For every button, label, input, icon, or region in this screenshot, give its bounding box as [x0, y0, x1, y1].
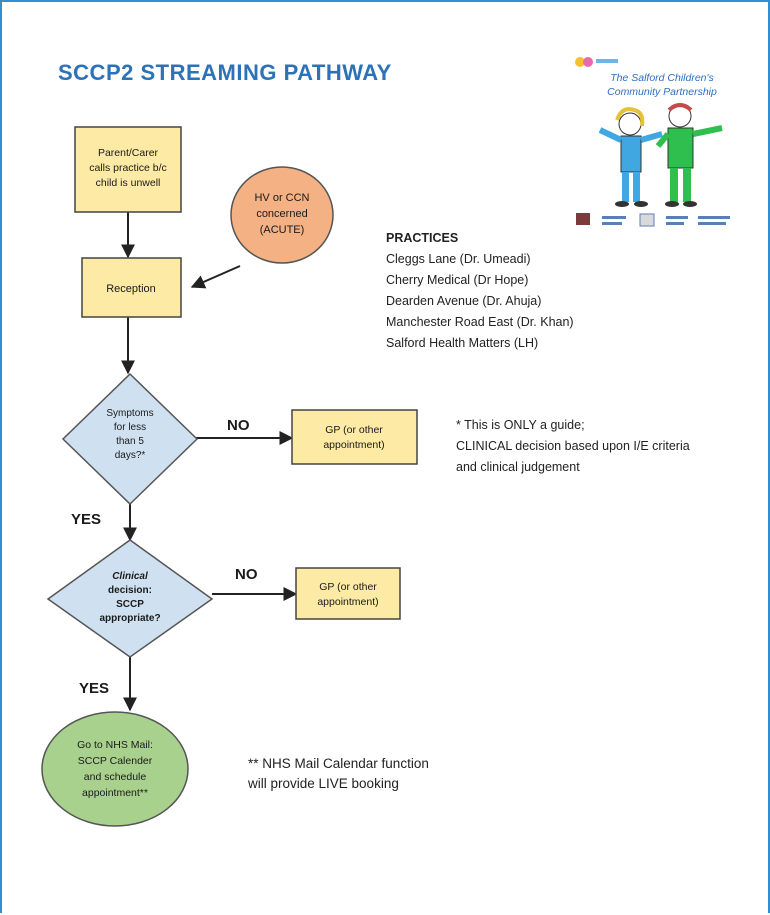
label-no-symptoms: NO — [227, 417, 250, 434]
node-clinical-line: decision: — [108, 585, 152, 596]
node-parent-call-line: Parent/Carer — [98, 147, 159, 159]
node-nhs-mail-line: SCCP Calender — [78, 755, 153, 767]
booking-note: ** NHS Mail Calendar function will provi… — [248, 754, 429, 794]
practice-item: Salford Health Matters (LH) — [386, 336, 539, 350]
guide-note-line: and clinical judgement — [456, 460, 580, 474]
node-symptoms-line: than 5 — [116, 436, 144, 447]
logo-partner-marks — [576, 213, 730, 227]
partnership-logo-art: The Salford Children's Community Partner… — [575, 57, 730, 227]
practice-item: Cleggs Lane (Dr. Umeadi) — [386, 252, 531, 266]
node-nhs-mail-line: Go to NHS Mail: — [77, 739, 153, 751]
node-clinical-decision: Clinical decision: SCCP appropriate? — [46, 539, 214, 658]
node-hv-ccn-line: HV or CCN — [254, 192, 309, 204]
node-symptoms-line: days?* — [115, 450, 146, 461]
practice-item: Cherry Medical (Dr Hope) — [386, 273, 529, 287]
practice-item: Dearden Avenue (Dr. Ahuja) — [386, 294, 542, 308]
booking-note-line: will provide LIVE booking — [248, 776, 399, 791]
label-yes-clinical: YES — [79, 680, 109, 697]
logo-line-1: The Salford Children's — [610, 72, 714, 84]
arrow-hv-to-reception — [190, 265, 241, 289]
node-symptoms: Symptoms for less than 5 days?* — [61, 372, 199, 506]
guide-note-line: CLINICAL decision based upon I/E criteri… — [456, 439, 690, 453]
node-gp-2: GP (or other appointment) — [295, 567, 401, 620]
booking-note-line: ** NHS Mail Calendar function — [248, 756, 429, 771]
node-nhs-mail-line: appointment** — [82, 787, 148, 799]
node-nhs-mail-line: and schedule — [84, 771, 147, 783]
logo-line-2: Community Partnership — [607, 86, 717, 98]
page-title: SCCP2 STREAMING PATHWAY — [58, 60, 392, 85]
logo-figure-green — [655, 103, 723, 207]
node-clinical-line: SCCP — [116, 599, 144, 610]
node-gp-2-line: GP (or other — [319, 581, 377, 593]
node-symptoms-line: for less — [114, 422, 146, 433]
node-gp-1-line: appointment) — [323, 439, 384, 451]
node-hv-ccn: HV or CCN concerned (ACUTE) — [230, 166, 334, 264]
node-hv-ccn-line: (ACUTE) — [260, 224, 305, 236]
label-no-clinical: NO — [235, 566, 258, 583]
node-nhs-mail: Go to NHS Mail: SCCP Calender and schedu… — [41, 711, 189, 827]
node-gp-1-line: GP (or other — [325, 424, 383, 436]
node-parent-call-line: child is unwell — [96, 177, 161, 189]
logo-figure-blue — [598, 107, 663, 207]
node-symptoms-line: Symptoms — [106, 408, 153, 419]
practices-heading: PRACTICES — [386, 231, 459, 245]
node-clinical-line: appropriate? — [99, 613, 160, 624]
node-gp-1: GP (or other appointment) — [291, 409, 418, 465]
practice-item: Manchester Road East (Dr. Khan) — [386, 315, 574, 329]
node-clinical-line: Clinical — [112, 571, 148, 582]
guide-note-line: * This is ONLY a guide; — [456, 418, 585, 432]
node-parent-call-line: calls practice b/c — [89, 162, 167, 174]
label-yes-symptoms: YES — [71, 511, 101, 528]
connectors — [121, 212, 298, 712]
guide-note: * This is ONLY a guide; CLINICAL decisio… — [456, 415, 690, 478]
practices-list: PRACTICES Cleggs Lane (Dr. Umeadi) Cherr… — [386, 228, 574, 354]
node-reception-label: Reception — [106, 283, 156, 295]
node-parent-call: Parent/Carer calls practice b/c child is… — [74, 126, 182, 213]
node-gp-2-line: appointment) — [317, 596, 378, 608]
partnership-logo: The Salford Children's Community Partner… — [562, 48, 762, 238]
node-reception: Reception — [81, 257, 182, 318]
node-hv-ccn-line: concerned — [256, 208, 307, 220]
